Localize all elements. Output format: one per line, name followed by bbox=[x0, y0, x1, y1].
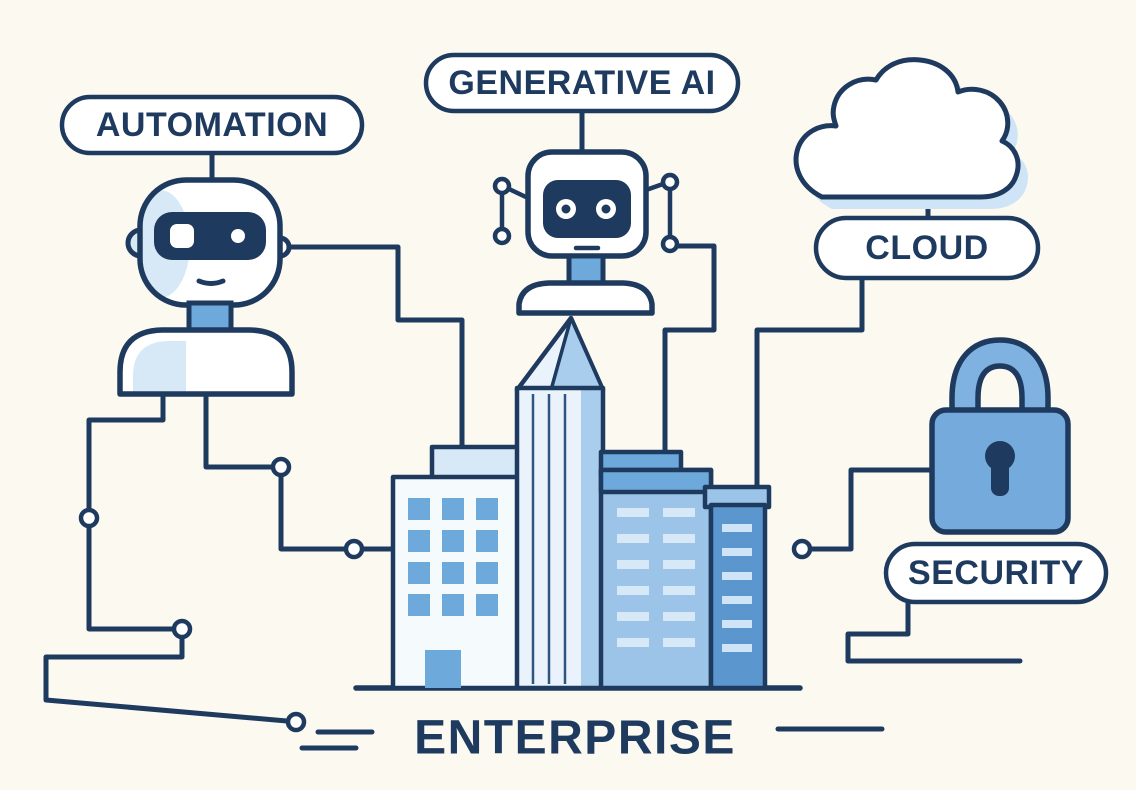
connector-airobot-to-building bbox=[662, 243, 717, 455]
ai-robot-icon bbox=[492, 149, 680, 316]
label-pills: AUTOMATION GENERATIVE AI CLOUD SECURITY bbox=[59, 52, 1109, 605]
padlock-shackle bbox=[949, 337, 1051, 415]
robot-torso-outline bbox=[117, 327, 295, 397]
connector-node bbox=[78, 507, 100, 529]
robot-icon bbox=[117, 177, 295, 397]
padlock-keyhole-stem bbox=[991, 460, 1009, 496]
generative-ai-label-pill bbox=[423, 52, 741, 114]
city-buildings-icon bbox=[353, 315, 803, 691]
connector-node bbox=[791, 538, 813, 560]
security-label-pill bbox=[883, 541, 1109, 605]
security-label: SECURITY bbox=[908, 554, 1084, 592]
padlock-icon bbox=[929, 337, 1071, 535]
circuit-left-5 bbox=[278, 473, 348, 552]
robot-eye-left bbox=[170, 224, 194, 248]
ai-robot-shoulders bbox=[516, 280, 655, 316]
robot-mouth bbox=[196, 278, 226, 286]
ai-robot-pupil-left bbox=[561, 204, 571, 214]
tower-shading bbox=[581, 388, 603, 688]
building-right bbox=[708, 502, 768, 691]
circuit-left-2 bbox=[86, 524, 176, 632]
robot-eye-right bbox=[231, 229, 245, 243]
building-door bbox=[425, 650, 461, 688]
ai-robot-circuit-arms bbox=[499, 181, 673, 239]
connector-node bbox=[343, 538, 365, 560]
building-step bbox=[429, 444, 521, 482]
circuit-nodes bbox=[78, 456, 813, 733]
connector-cloudpill-to-building bbox=[754, 275, 865, 489]
ai-robot-neck bbox=[566, 253, 606, 287]
automation-label: AUTOMATION bbox=[96, 106, 328, 144]
cloud-label: CLOUD bbox=[865, 229, 988, 267]
tower-panel-lines bbox=[531, 394, 567, 684]
robot-neck bbox=[186, 300, 234, 334]
connector-node bbox=[285, 711, 307, 733]
building-midright bbox=[598, 467, 714, 691]
automation-label-pill bbox=[59, 94, 365, 156]
enterprise-title: ENTERPRISE bbox=[414, 712, 736, 765]
circuit-left-1 bbox=[86, 391, 166, 512]
ai-robot-faceplate bbox=[543, 180, 631, 238]
connector-lock-to-node bbox=[808, 467, 935, 552]
circuit-left-3 bbox=[43, 635, 290, 724]
building-midright-windows bbox=[617, 508, 695, 647]
connector-node bbox=[171, 618, 193, 640]
circuit-right-security bbox=[845, 599, 1023, 664]
robot-torso-shading bbox=[133, 341, 186, 394]
building-right-windows bbox=[722, 524, 752, 652]
connector-node bbox=[270, 456, 292, 478]
ai-robot-pupil-right bbox=[601, 204, 611, 214]
building-left-windows bbox=[408, 498, 498, 688]
cloud-label-pill bbox=[813, 215, 1041, 281]
building-midright-band bbox=[598, 467, 714, 495]
circuit-left-4 bbox=[203, 391, 275, 470]
ai-robot-circuit-dots bbox=[492, 172, 680, 254]
cloud-shape bbox=[793, 57, 1021, 200]
generative-ai-label: GENERATIVE AI bbox=[448, 64, 715, 102]
cloud-icon bbox=[793, 57, 1029, 209]
circuit-lines bbox=[43, 108, 1023, 751]
connector-robot-to-building bbox=[288, 244, 465, 450]
